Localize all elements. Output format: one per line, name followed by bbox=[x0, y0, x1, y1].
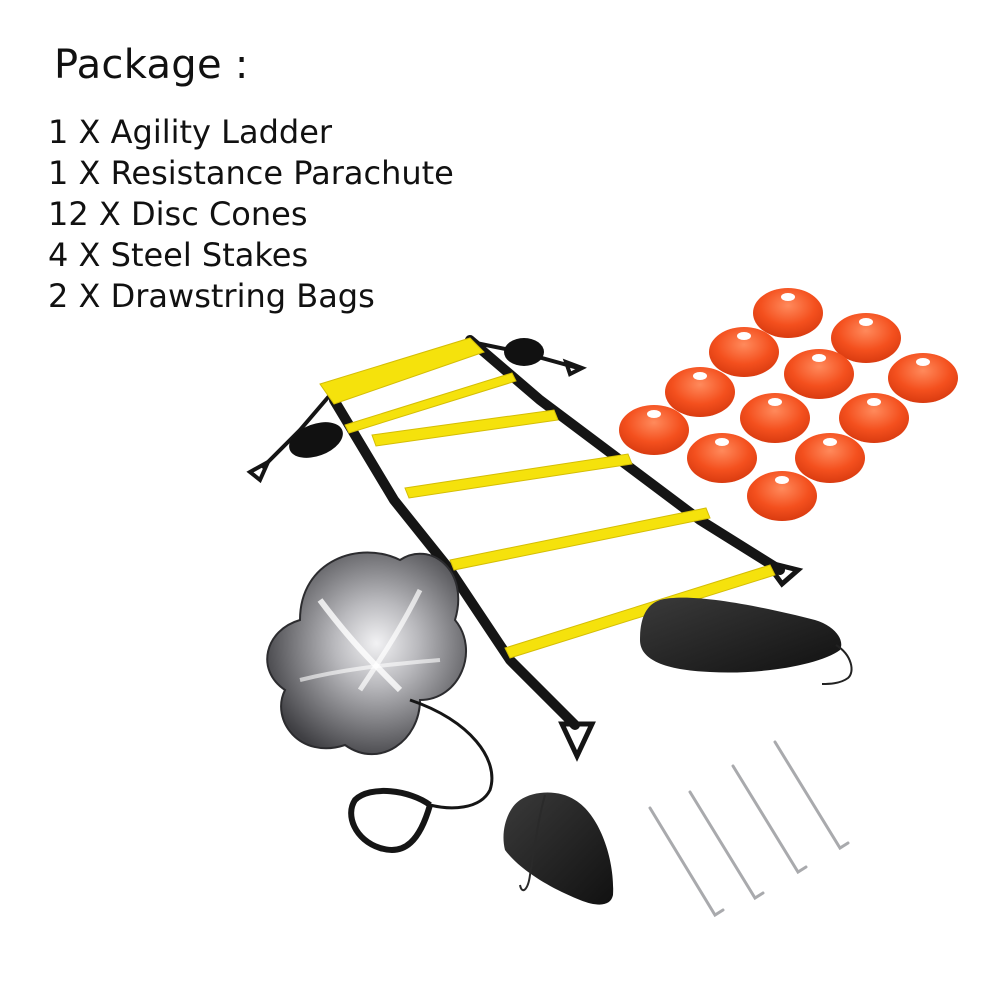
steel-stake bbox=[688, 790, 765, 901]
drawstring-bag-small bbox=[503, 792, 614, 905]
list-item-resistance-parachute: 1 X Resistance Parachute bbox=[48, 154, 454, 192]
list-item-agility-ladder: 1 X Agility Ladder bbox=[48, 113, 333, 151]
disc-cone bbox=[665, 367, 735, 417]
list-item-disc-cones: 12 X Disc Cones bbox=[48, 195, 308, 233]
disc-cone bbox=[687, 433, 757, 483]
resistance-parachute bbox=[266, 551, 494, 853]
agility-ladder bbox=[246, 335, 804, 762]
disc-cone bbox=[740, 393, 810, 443]
drawstring-bag-large bbox=[640, 597, 853, 685]
steel-stake bbox=[648, 806, 725, 918]
package-heading: Package : bbox=[54, 42, 249, 88]
disc-cone bbox=[839, 393, 909, 443]
list-item-drawstring-bags: 2 X Drawstring Bags bbox=[48, 277, 375, 315]
disc-cone bbox=[747, 471, 817, 521]
disc-cone bbox=[753, 288, 823, 338]
disc-cones bbox=[619, 288, 958, 521]
disc-cone bbox=[831, 313, 901, 363]
disc-cone bbox=[888, 353, 958, 403]
steel-stakes bbox=[648, 740, 850, 918]
disc-cone bbox=[784, 349, 854, 399]
disc-cone bbox=[709, 327, 779, 377]
package-contents-list: 1 X Agility Ladder 1 X Resistance Parach… bbox=[48, 112, 454, 317]
steel-stake bbox=[731, 764, 808, 875]
disc-cone bbox=[619, 405, 689, 455]
disc-cone bbox=[795, 433, 865, 483]
steel-stake bbox=[773, 740, 850, 851]
list-item-steel-stakes: 4 X Steel Stakes bbox=[48, 236, 309, 274]
